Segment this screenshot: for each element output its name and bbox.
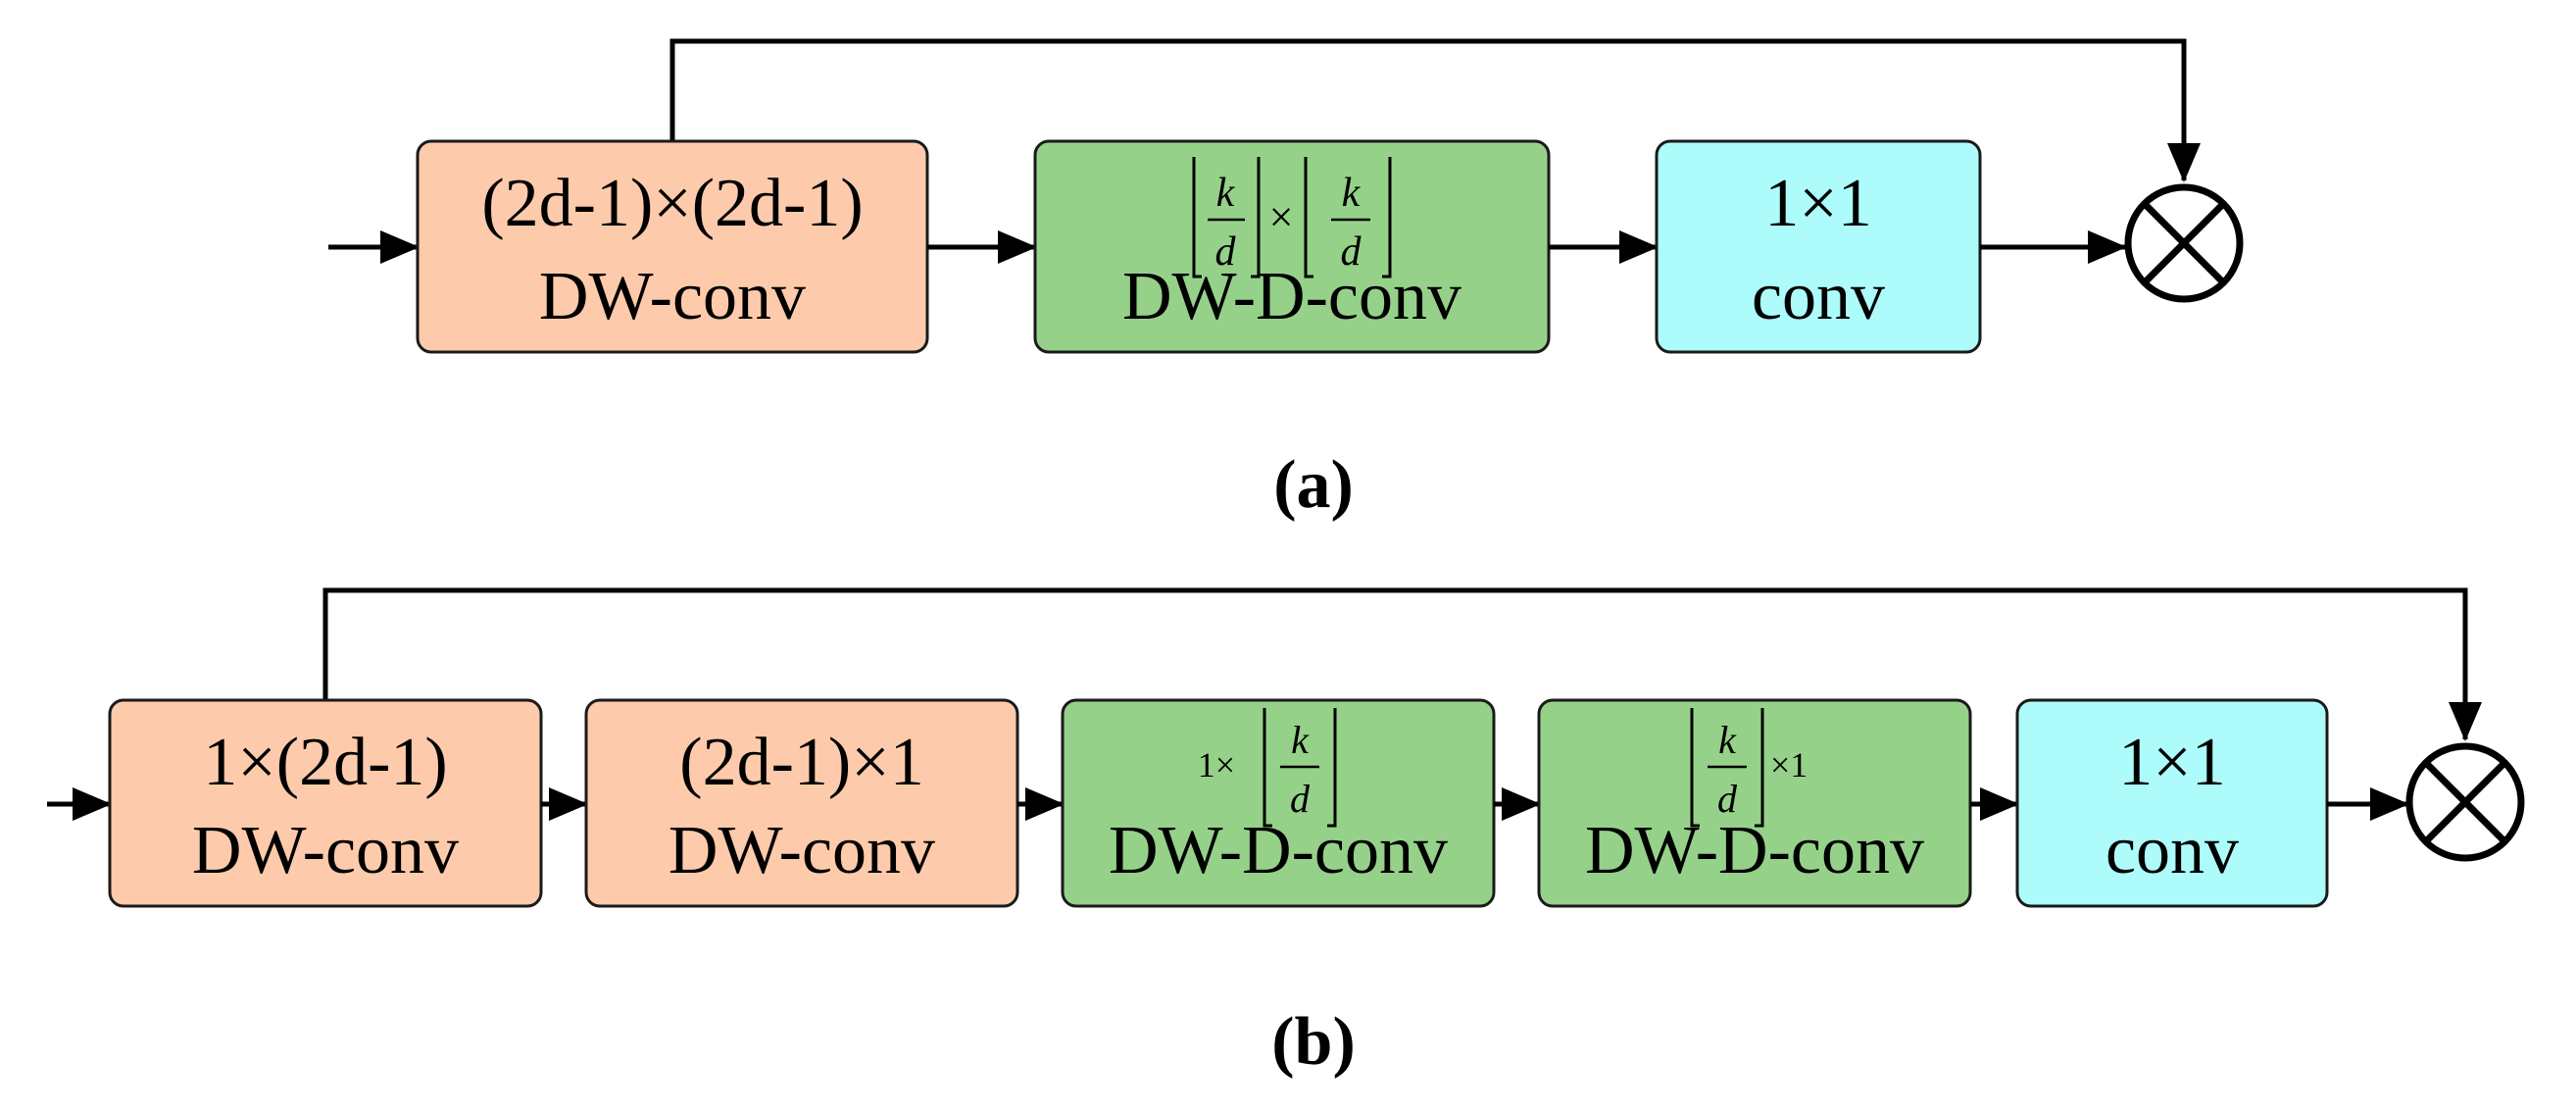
floor-bracket-right-2 xyxy=(1382,157,1392,278)
dw-conv-label: DW-conv xyxy=(539,259,806,334)
dw-d-conv-vertical-block: k d ×1 DW-D-conv xyxy=(1537,698,1972,908)
dw-conv-kernel-label: (2d-1)×(2d-1) xyxy=(481,166,863,241)
fraction-denominator-d-4: d xyxy=(1717,777,1738,821)
pointwise-kernel-label: 1×1 xyxy=(1764,166,1871,241)
pointwise-conv-block-b: 1×1 conv xyxy=(2015,698,2329,908)
circle-times-icon xyxy=(2124,183,2244,303)
dw-d-conv-vertical-label: DW-D-conv xyxy=(1585,813,1924,888)
panel-b-caption: (b) xyxy=(1271,1004,1356,1080)
panel-b: 1×(2d-1) DW-conv (2d-1)×1 DW-conv 1× k d… xyxy=(47,587,2525,1080)
kernel-prefix: 1× xyxy=(1198,745,1235,784)
dw-d-conv-horizontal-label: DW-D-conv xyxy=(1109,813,1448,888)
dw-conv-horizontal-kernel: 1×(2d-1) xyxy=(203,725,447,800)
floor-bracket-left-2 xyxy=(1304,157,1313,278)
skip-connection-a xyxy=(669,38,2201,182)
kernel-suffix: ×1 xyxy=(1770,745,1808,784)
floor-bracket-right-1 xyxy=(1251,157,1261,278)
pointwise-kernel-label-b: 1×1 xyxy=(2118,725,2225,800)
pointwise-conv-label: conv xyxy=(1752,259,1885,334)
fraction-denominator-d: d xyxy=(1215,229,1237,275)
pointwise-conv-block: 1×1 conv xyxy=(1655,139,1982,354)
dw-d-conv-label: DW-D-conv xyxy=(1122,259,1461,334)
dilated-kernel-formula: k d × k d xyxy=(1192,157,1392,278)
dw-conv-block: (2d-1)×(2d-1) DW-conv xyxy=(416,139,929,354)
floor-bracket-left-4 xyxy=(1690,708,1700,828)
dw-conv-vertical-kernel: (2d-1)×1 xyxy=(679,725,923,800)
dw-d-conv-block: k d × k d DW-D-conv xyxy=(1033,139,1551,354)
floor-bracket-right-4 xyxy=(1755,708,1764,828)
dw-conv-vertical-block: (2d-1)×1 DW-conv xyxy=(584,698,1019,908)
fraction-numerator-k-3: k xyxy=(1291,718,1310,762)
fraction-numerator-k-2: k xyxy=(1342,171,1362,216)
fraction-denominator-d-3: d xyxy=(1290,777,1311,821)
dilated-kernel-formula-horizontal: 1× k d xyxy=(1198,708,1337,828)
skip-connection-b xyxy=(322,587,2482,741)
panel-a-caption: (a) xyxy=(1273,447,1354,523)
fraction-numerator-k: k xyxy=(1216,171,1236,216)
floor-bracket-right-3 xyxy=(1327,708,1337,828)
dw-d-conv-horizontal-block: 1× k d DW-D-conv xyxy=(1061,698,1496,908)
dw-conv-horizontal-label: DW-conv xyxy=(192,813,459,888)
dw-conv-horizontal-block: 1×(2d-1) DW-conv xyxy=(108,698,543,908)
dilated-kernel-formula-vertical: k d ×1 xyxy=(1690,708,1808,828)
dw-conv-vertical-label: DW-conv xyxy=(669,813,935,888)
floor-bracket-left-1 xyxy=(1192,157,1202,278)
fraction-numerator-k-4: k xyxy=(1718,718,1737,762)
panel-a: (2d-1)×(2d-1) DW-conv k d × k d DW-D-con… xyxy=(328,38,2244,523)
pointwise-conv-label-b: conv xyxy=(2105,813,2239,888)
circle-times-icon-b xyxy=(2405,742,2525,862)
floor-bracket-left-3 xyxy=(1263,708,1272,828)
times-symbol: × xyxy=(1269,193,1294,241)
fraction-denominator-d-2: d xyxy=(1341,229,1362,275)
